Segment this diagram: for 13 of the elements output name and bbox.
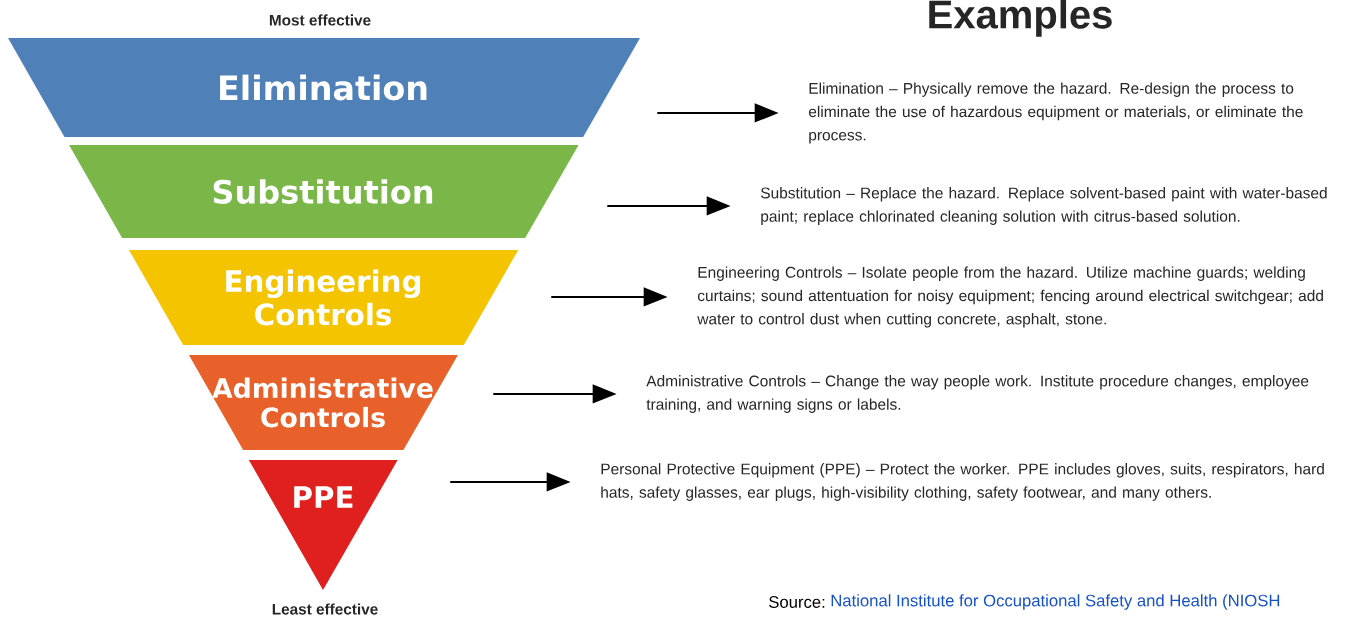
description-text: Elimination – Physically remove the hazard. Re-design the process to eliminate the use of hazardous equipment or materials, or eliminate the process. (808, 82, 1303, 144)
hierarchy-band: Substitution (69, 145, 579, 238)
hierarchy-band: Administrative Controls (188, 355, 458, 450)
description-text: Personal Protective Equipment (PPE) – Protect the worker. PPE includes gloves, suits, respirators, hard hats, safety glasses, ear plugs, high-visibility clothing, safety footwear, and many others. (601, 463, 1324, 501)
source-link: National Institute for Occupational Safety and Health (NIOSH (831, 594, 1280, 610)
description-text: Engineering Controls – Isolate people from the hazard. Utilize machine guards; welding curtains; sound attentuation for noisy equipment; fencing around electrical switchgear; add water to control dust when cutting concrete, asphalt, stone. (697, 266, 1323, 328)
description-text: Substitution – Replace the hazard. Replace solvent-based paint with water-based paint; replace chlorinated cleaning solution with citrus-based solution. (761, 187, 1327, 225)
source-label: Source: (769, 596, 825, 608)
hierarchy-band: PPE (248, 460, 398, 590)
description-text: Administrative Controls – Change the way people work. Institute procedure changes, employee training, and warning signs or labels. (646, 375, 1309, 413)
title: Examples (929, 0, 1112, 37)
hierarchy-band: Engineering Controls (129, 250, 519, 345)
hierarchy-band: Elimination (8, 38, 640, 137)
